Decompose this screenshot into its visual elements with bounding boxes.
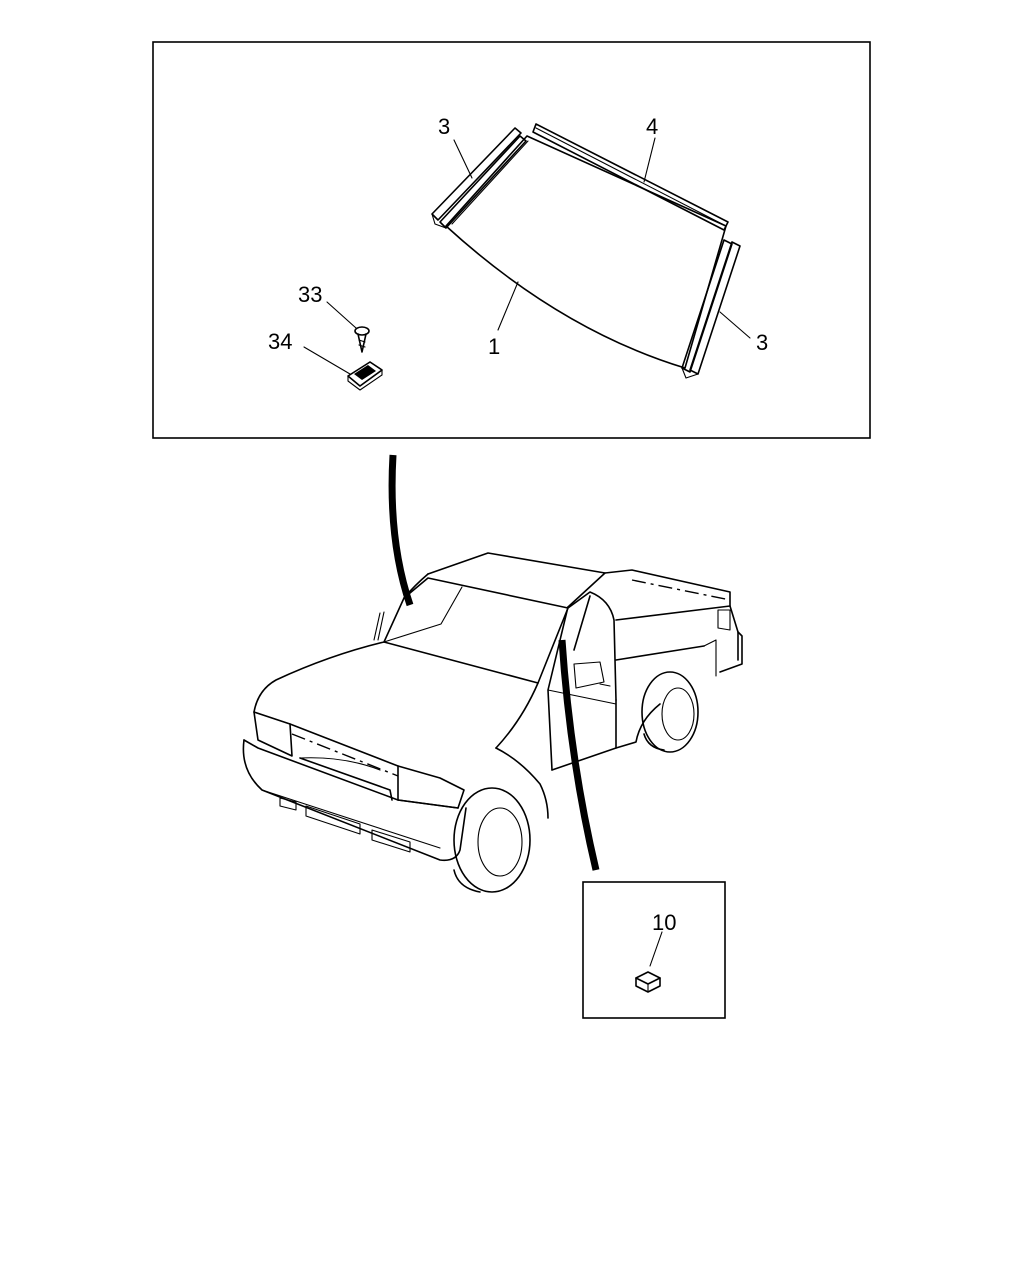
spacer-icon xyxy=(635,971,661,993)
callout-clip: 34 xyxy=(268,329,292,354)
spacer-detail-frame xyxy=(582,881,726,1019)
side-molding-left xyxy=(431,127,527,229)
pickup-truck-drawing xyxy=(242,552,743,893)
callout-side-molding-right: 3 xyxy=(756,330,768,355)
callout-upper-molding: 4 xyxy=(646,114,658,139)
side-molding-right xyxy=(681,239,741,379)
upper-molding xyxy=(532,123,729,231)
pointer-line-spacer xyxy=(558,639,600,871)
windshield-glass xyxy=(445,135,727,369)
clip-icon xyxy=(347,361,383,391)
callout-side-molding-left: 3 xyxy=(438,114,450,139)
leader-line-spacer xyxy=(649,931,663,967)
screw-icon xyxy=(354,326,370,353)
callout-screw: 33 xyxy=(298,282,322,307)
pointer-line-windshield xyxy=(388,454,414,607)
callout-spacer: 10 xyxy=(652,910,676,935)
callout-windshield: 1 xyxy=(488,334,500,359)
windshield-detail-frame xyxy=(152,41,871,439)
leader-lines-upper xyxy=(303,137,751,375)
